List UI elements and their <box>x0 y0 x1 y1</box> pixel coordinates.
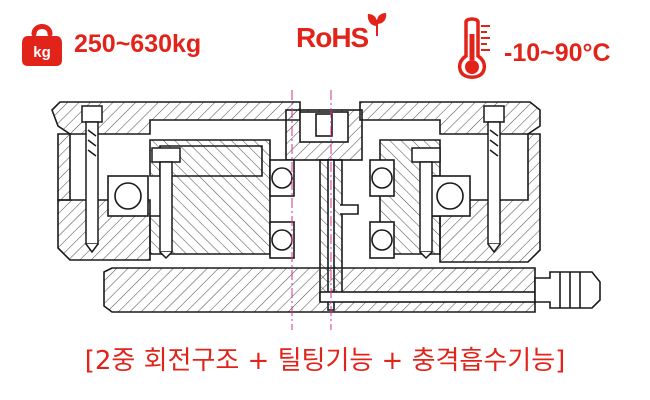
leaf-icon <box>367 13 387 37</box>
thermometer-icon <box>457 17 490 79</box>
rohs-badge: RoHS <box>296 13 388 54</box>
weight-icon-label: kg <box>33 44 51 61</box>
temperature-spec: -10~90°C <box>454 16 611 80</box>
base-plate <box>103 267 601 313</box>
rohs-text: RoHS <box>296 22 369 53</box>
feature-caption: [2중 회전구조 + 틸팅기능 + 충격흡수기능] <box>84 346 566 376</box>
weight-kg-icon: kg <box>22 24 62 66</box>
weight-range-text: 250~630kg <box>74 29 202 58</box>
temperature-range-text: -10~90°C <box>504 38 611 67</box>
centerlines <box>291 90 332 330</box>
weight-spec: kg 250~630kg <box>20 20 201 68</box>
bolts <box>81 105 505 260</box>
bearings <box>107 159 471 259</box>
